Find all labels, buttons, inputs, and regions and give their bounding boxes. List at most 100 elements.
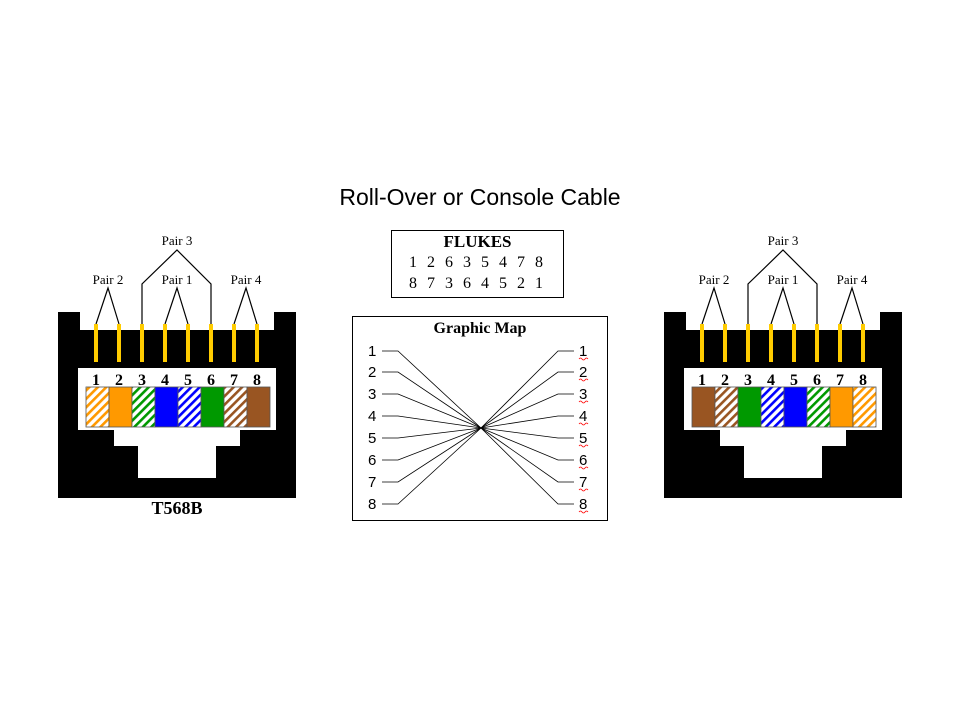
right-pair-bracket	[701, 286, 726, 325]
left-pin-number: 3	[138, 372, 146, 389]
map-left-pin-label: 7	[368, 474, 376, 491]
left-gold-pin	[186, 324, 190, 362]
right-wire-2	[714, 386, 739, 428]
right-pair-bracket	[770, 286, 795, 325]
map-right-wire	[480, 427, 574, 439]
left-pin-number: 2	[115, 372, 123, 389]
map-left-pin-label: 6	[368, 452, 376, 469]
map-left-pin-label: 8	[368, 496, 376, 513]
left-wire-2	[108, 386, 133, 428]
t568b-label: T568B	[151, 498, 203, 518]
left-pair-bracket	[233, 286, 258, 325]
right-wire-1	[691, 386, 716, 428]
map-left-wire	[382, 427, 482, 505]
left-gold-pin	[209, 324, 213, 362]
left-pin-number: 6	[207, 372, 215, 389]
right-pin-number: 1	[698, 372, 706, 389]
left-wire-7	[223, 386, 248, 428]
right-pair-label: Pair 4	[837, 272, 868, 287]
left-gold-pin	[94, 324, 98, 362]
map-right-pin-label: 2	[579, 364, 587, 381]
right-pin-number: 3	[744, 372, 752, 389]
right-pair3-bracket	[747, 249, 818, 324]
spellcheck-squiggle	[578, 422, 589, 426]
left-pair-bracket	[164, 286, 189, 325]
right-pin-number: 6	[813, 372, 821, 389]
right-wire-6	[806, 386, 831, 428]
map-left-wire	[382, 371, 482, 429]
left-pair-bracket	[95, 286, 120, 325]
left-pin-number: 4	[161, 372, 169, 389]
right-gold-pin	[838, 324, 842, 362]
flukes-title: FLUKES	[443, 232, 512, 251]
spellcheck-squiggle	[578, 378, 589, 382]
right-gold-pin	[861, 324, 865, 362]
right-pair-bracket	[839, 286, 864, 325]
right-wire-4	[760, 386, 785, 428]
map-right-wire	[480, 371, 574, 429]
left-pin-number: 5	[184, 372, 192, 389]
right-pin-number: 7	[836, 372, 844, 389]
left-wire-1	[85, 386, 110, 428]
left-wire-8	[246, 386, 271, 428]
left-pin-number: 7	[230, 372, 238, 389]
map-left-wire	[382, 415, 482, 429]
map-right-pin-label: 6	[579, 452, 587, 469]
right-gold-pin	[746, 324, 750, 362]
map-left-wire	[382, 427, 482, 461]
right-gold-pin	[815, 324, 819, 362]
right-wire-3	[737, 386, 762, 428]
spellcheck-squiggle	[578, 444, 589, 448]
right-gold-pin	[769, 324, 773, 362]
map-right-pin-label: 1	[579, 343, 587, 360]
left-wire-3	[131, 386, 156, 428]
map-right-pin-label: 7	[579, 474, 587, 491]
map-right-wire	[480, 427, 574, 461]
map-left-pin-label: 4	[368, 408, 376, 425]
left-pair3-bracket	[141, 249, 212, 324]
right-pin-number: 5	[790, 372, 798, 389]
map-right-wire	[480, 427, 574, 505]
right-gold-pin	[700, 324, 704, 362]
right-pin-number: 2	[721, 372, 729, 389]
right-gold-pin	[792, 324, 796, 362]
left-gold-pin	[163, 324, 167, 362]
left-pair-label: Pair 3	[162, 233, 193, 248]
left-pair-label: Pair 1	[162, 272, 193, 287]
diagram-title: Roll-Over or Console Cable	[339, 184, 621, 210]
right-wire-7	[829, 386, 854, 428]
spellcheck-squiggle	[578, 357, 589, 361]
map-right-wire	[480, 427, 574, 483]
map-left-pin-label: 3	[368, 386, 376, 403]
graphic-map-title: Graphic Map	[433, 320, 527, 337]
right-wire-5	[783, 386, 808, 428]
right-pair-label: Pair 2	[699, 272, 730, 287]
left-gold-pin	[117, 324, 121, 362]
map-left-pin-label: 5	[368, 430, 376, 447]
map-left-wire	[382, 350, 482, 429]
map-right-wire	[480, 350, 574, 429]
left-pair-label: Pair 4	[231, 272, 262, 287]
right-pair-label: Pair 3	[768, 233, 799, 248]
left-wire-5	[177, 386, 202, 428]
right-pair-label: Pair 1	[768, 272, 799, 287]
right-pin-number: 4	[767, 372, 775, 389]
right-wire-8	[852, 386, 877, 428]
spellcheck-squiggle	[578, 510, 589, 514]
spellcheck-squiggle	[578, 466, 589, 470]
map-right-pin-label: 5	[579, 430, 587, 447]
right-pin-number: 8	[859, 372, 867, 389]
left-pin-number: 8	[253, 372, 261, 389]
left-pin-number: 1	[92, 372, 100, 389]
map-right-pin-label: 4	[579, 408, 587, 425]
map-left-wire	[382, 427, 482, 439]
left-wire-4	[154, 386, 179, 428]
flukes-box: FLUKES 1 2 6 3 5 4 7 8 8 7 3 6 4 5 2 1	[391, 230, 564, 298]
map-left-pin-label: 2	[368, 364, 376, 381]
map-right-pin-label: 3	[579, 386, 587, 403]
map-right-wire	[480, 415, 574, 429]
flukes-row-2: 8 7 3 6 4 5 2 1	[409, 275, 546, 292]
